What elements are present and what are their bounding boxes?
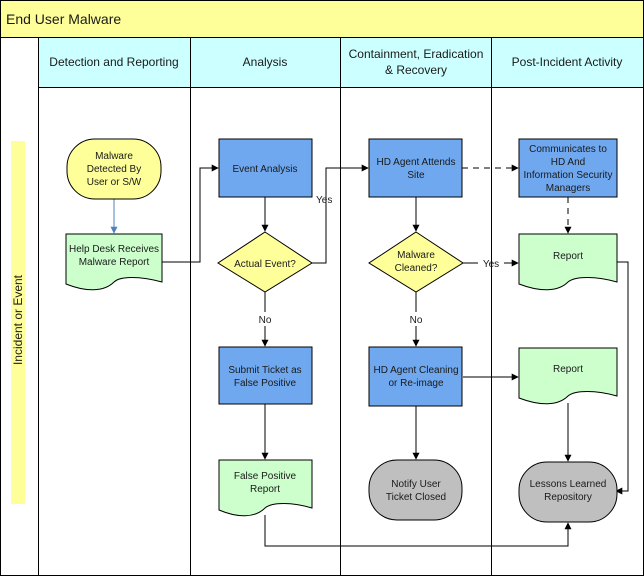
node-malware-detected-line3: User or S/W [87,177,142,188]
node-notify-user: Notify User Ticket Closed [368,459,463,521]
column-header-analysis: Analysis [243,55,288,69]
edge-label-cleaned-no: No [410,315,423,326]
node-event-analysis-line1: Event Analysis [232,164,297,175]
node-hd-agent-attends: HD Agent Attends Site [368,138,463,198]
node-help-desk-line2: Malware Report [79,257,150,268]
node-communicates: Communicates to HD And Information Secur… [518,138,618,198]
edge-label-cleaned-yes: Yes [483,259,499,270]
node-false-positive-report: False Positive Report [218,459,313,517]
node-communicates-line3: Information Security [524,170,613,181]
node-malware-cleaned-line1: Malware [397,250,435,261]
column-header-post-incident: Post-Incident Activity [512,55,623,69]
edge-actual-yes [312,164,369,264]
node-help-desk: Help Desk Receives Malware Report [65,233,163,291]
node-malware-detected-line2: Detected By [87,164,141,175]
node-event-analysis: Event Analysis [218,138,313,198]
node-lessons-learned-line1: Lessons Learned [530,479,607,490]
edge-label-actual-no: No [259,315,272,326]
node-report-1: Report [518,233,618,291]
node-notify-user-line2: Ticket Closed [386,492,446,503]
node-actual-event: Actual Event? [217,231,313,293]
node-communicates-line2: HD And [551,157,585,168]
node-communicates-line4: Managers [546,183,590,194]
node-malware-cleaned-line2: Cleaned? [395,263,438,274]
column-header-containment: Containment, Eradication [349,47,484,61]
node-false-positive-report-line2: Report [250,484,280,495]
node-hd-agent-cleaning-line2: or Re-image [388,378,443,389]
node-hd-agent-attends-line1: HD Agent Attends [377,157,456,168]
node-malware-detected-line1: Malware [95,151,133,162]
node-report-1-line1: Report [553,251,583,262]
node-lessons-learned-line2: Repository [544,492,592,503]
column-header-detection: Detection and Reporting [49,55,178,69]
node-hd-agent-attends-line2: Site [407,170,425,181]
node-submit-ticket-line1: Submit Ticket as [228,365,301,376]
edge-fp-report-to-lessons [264,515,572,547]
node-hd-agent-cleaning: HD Agent Cleaning or Re-image [368,346,463,407]
title-bar [0,0,644,38]
lane-label-box [11,141,25,504]
node-lessons-learned: Lessons Learned Repository [518,461,618,523]
node-help-desk-line1: Help Desk Receives [69,244,159,255]
edge-helpdesk-to-event-analysis [162,164,219,263]
node-false-positive-report-line1: False Positive [234,471,297,482]
edge-label-actual-yes: Yes [316,195,332,206]
node-actual-event-line1: Actual Event? [234,259,296,270]
node-report-2: Report [518,347,618,405]
node-submit-ticket: Submit Ticket as False Positive [218,346,313,405]
node-communicates-line1: Communicates to [529,144,607,155]
node-submit-ticket-line2: False Positive [234,378,297,389]
node-malware-detected: Malware Detected By User or S/W [66,138,162,200]
lane-label: Incident or Event [11,274,25,365]
diagram-title: End User Malware [6,11,121,27]
column-header-containment-line2: & Recovery [385,63,447,77]
node-report-2-line1: Report [553,364,583,375]
node-malware-cleaned: Malware Cleaned? [368,231,464,293]
node-hd-agent-cleaning-line1: HD Agent Cleaning [373,365,458,376]
node-notify-user-line1: Notify User [391,479,441,490]
edge-report1-to-lessons [615,261,629,495]
